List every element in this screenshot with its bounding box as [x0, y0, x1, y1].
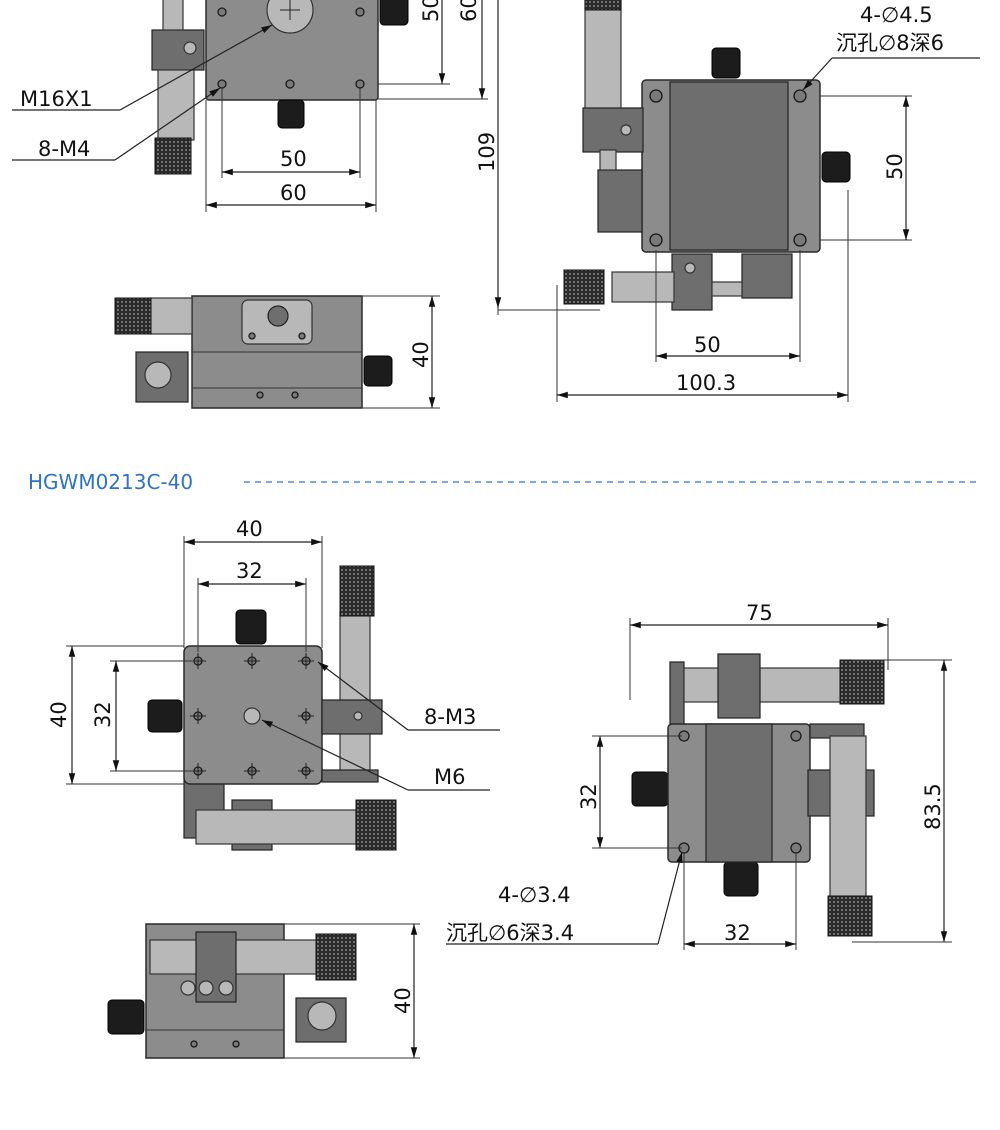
lower-right-dim-75: 75 [746, 601, 773, 625]
upper-dim-outer-60: 60 [280, 181, 307, 205]
upper-top-dimensions [12, 0, 488, 212]
upper-dim-inner-50: 50 [280, 147, 307, 171]
callout-m6: M6 [434, 765, 465, 789]
callout-8-m4: 8-M4 [38, 137, 90, 161]
upper-top-view [151, 0, 409, 175]
upper-side-view [114, 295, 440, 409]
lower-side-height-40: 40 [391, 987, 415, 1014]
lower-dim-top-32: 32 [236, 559, 263, 583]
upper-height-109: 109 [475, 132, 499, 172]
upper-right-bottom-100-3: 100.3 [676, 371, 736, 395]
lower-dim-top-40: 40 [236, 517, 263, 541]
upper-edge-dim-50: 50 [419, 0, 443, 22]
lower-right-view [446, 618, 952, 950]
lower-hole-spec-counterbore: 沉孔∅6深3.4 [446, 921, 574, 945]
callout-8-m3: 8-M3 [424, 705, 476, 729]
callout-m16x1: M16X1 [20, 87, 93, 111]
lower-dim-left-32: 32 [91, 701, 115, 728]
lower-hole-spec-count: 4-∅3.4 [498, 883, 571, 907]
upper-side-height-40: 40 [409, 341, 433, 368]
upper-right-view [494, 0, 980, 402]
lower-right-bottom-dim-32: 32 [724, 921, 751, 945]
lower-side-view [107, 923, 420, 1059]
lower-right-left-dim-32: 32 [577, 783, 601, 810]
section-title: HGWM0213C-40 [28, 470, 193, 494]
upper-hole-spec-counterbore: 沉孔∅8深6 [836, 31, 944, 55]
lower-dim-left-40: 40 [47, 701, 71, 728]
lower-top-view [66, 536, 500, 851]
upper-edge-dim-60: 60 [457, 0, 481, 22]
upper-hole-spec-count: 4-∅4.5 [860, 3, 933, 27]
lower-right-dim-83-5: 83.5 [921, 783, 945, 830]
upper-right-vertical-50: 50 [883, 153, 907, 180]
upper-right-bottom-50: 50 [694, 333, 721, 357]
